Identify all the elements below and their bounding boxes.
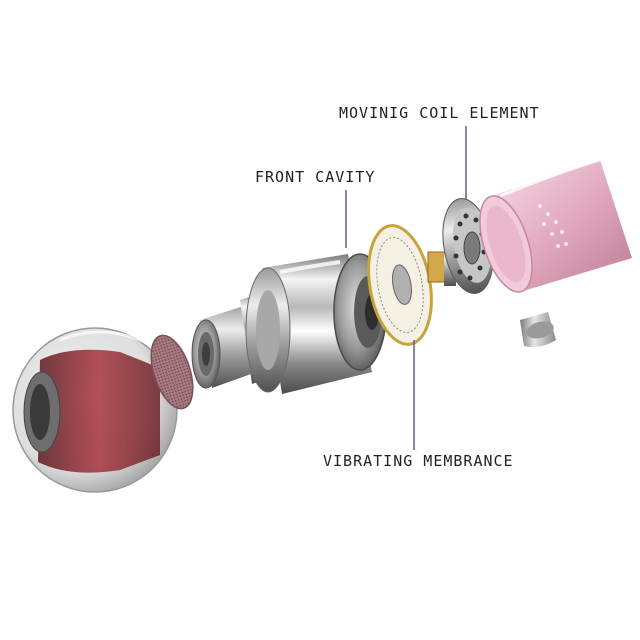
filter-mesh (150, 334, 194, 410)
ear-tip (12, 327, 178, 493)
leader-lines (345, 126, 467, 450)
label-vibrating-membrane: VIBRATING MEMBRANCE (320, 452, 517, 470)
rear-shell (479, 158, 632, 348)
label-moving-coil-element: MOVINIG COIL ELEMENT (336, 104, 543, 122)
front-cavity-housing (245, 253, 387, 394)
vibrating-membrane-diaphragm (367, 224, 433, 346)
label-front-cavity: FRONT CAVITY (252, 168, 379, 186)
